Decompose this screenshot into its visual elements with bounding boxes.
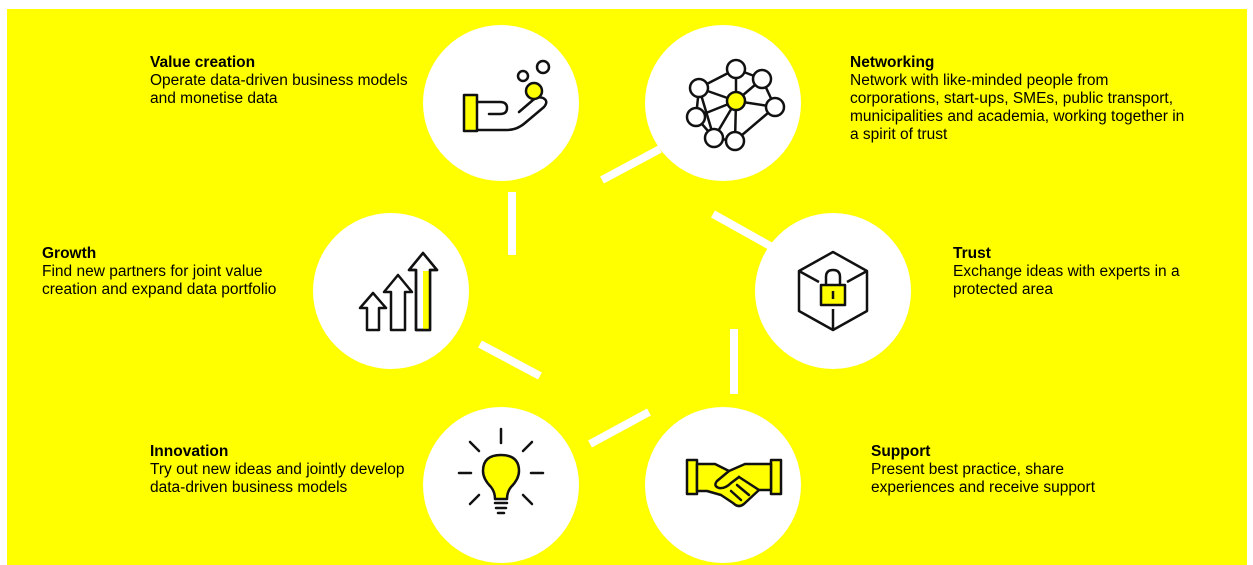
node-description: Operate data-driven business models and … <box>150 72 408 107</box>
padlock-cube-icon <box>797 250 869 332</box>
node-description: Present best practice, share experiences… <box>871 461 1096 496</box>
node-title: Innovation <box>150 443 229 460</box>
node-title: Networking <box>850 54 935 71</box>
node-description: Network with like-minded people from cor… <box>850 72 1185 143</box>
circle-networking <box>645 25 801 181</box>
node-description: Exchange ideas with experts in a protect… <box>953 263 1180 298</box>
label-growth: Growth Find new partners for joint value… <box>42 245 314 299</box>
node-title: Trust <box>953 245 991 262</box>
node-description: Try out new ideas and jointly develop da… <box>150 461 405 496</box>
label-support: Support Present best practice, share exp… <box>871 443 1121 497</box>
node-description: Find new partners for joint value creati… <box>42 263 277 298</box>
light-bulb-icon <box>457 427 545 515</box>
node-title: Growth <box>42 245 97 262</box>
label-innovation: Innovation Try out new ideas and jointly… <box>150 443 405 497</box>
connector-networking-trust <box>711 210 774 251</box>
node-title: Support <box>871 443 931 460</box>
label-value-creation: Value creation Operate data-driven busin… <box>150 54 410 108</box>
label-trust: Trust Exchange ideas with experts in a p… <box>953 245 1223 299</box>
growth-arrows-icon <box>358 251 439 332</box>
hand-with-coins-icon <box>462 59 551 133</box>
connector-value-networking <box>600 145 662 184</box>
label-networking: Networking Network with like-minded peop… <box>850 54 1190 144</box>
diagram-background: Value creation Operate data-driven busin… <box>7 9 1247 565</box>
hexagon-diagram <box>313 25 911 563</box>
connector-support-innovation <box>588 408 651 448</box>
network-nodes-icon <box>685 58 786 152</box>
connector-innovation-growth <box>478 340 542 380</box>
handshake-icon <box>685 458 783 508</box>
node-title: Value creation <box>150 54 256 71</box>
